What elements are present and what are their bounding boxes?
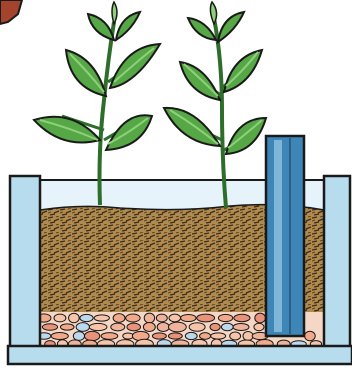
pebble bbox=[143, 323, 155, 332]
pebble bbox=[233, 323, 249, 330]
pebble bbox=[60, 324, 74, 330]
pebble bbox=[101, 333, 118, 340]
corner-object bbox=[0, 0, 22, 24]
pebble bbox=[211, 333, 226, 339]
pebble bbox=[185, 332, 197, 339]
pebble bbox=[152, 333, 166, 339]
pebble bbox=[85, 331, 100, 340]
pebble bbox=[218, 314, 232, 321]
pebble bbox=[189, 323, 205, 332]
pebble bbox=[123, 333, 134, 339]
pebble bbox=[54, 314, 66, 322]
pebble bbox=[76, 323, 89, 332]
pebble bbox=[94, 315, 109, 321]
pebble bbox=[255, 313, 266, 323]
container-base bbox=[8, 346, 352, 364]
pebble bbox=[89, 323, 107, 330]
plant-left bbox=[34, 2, 160, 205]
plant-right bbox=[164, 2, 266, 208]
pebble bbox=[126, 314, 140, 322]
tube-highlight bbox=[274, 140, 282, 332]
pebble bbox=[144, 313, 154, 323]
pebble bbox=[169, 314, 181, 322]
pebble bbox=[197, 314, 215, 322]
pebble bbox=[168, 333, 182, 339]
pebble bbox=[305, 331, 316, 341]
pebble bbox=[111, 323, 125, 331]
pebble bbox=[221, 323, 233, 331]
pebble bbox=[42, 324, 57, 331]
pebble bbox=[243, 331, 253, 340]
pebble bbox=[169, 322, 187, 332]
pebble bbox=[200, 333, 211, 340]
pebble bbox=[51, 332, 68, 339]
pebble bbox=[80, 314, 93, 321]
pebble bbox=[210, 323, 220, 330]
water-level-tube bbox=[266, 136, 304, 336]
pebble bbox=[254, 323, 264, 330]
pebble bbox=[156, 314, 167, 322]
pebble bbox=[181, 314, 196, 321]
pebble bbox=[127, 323, 141, 331]
pebble bbox=[157, 322, 169, 331]
container-left-wall bbox=[10, 176, 40, 356]
pebble bbox=[73, 332, 84, 341]
pebble bbox=[69, 313, 80, 323]
pebble bbox=[234, 314, 250, 321]
pebble bbox=[113, 314, 125, 323]
container-right-wall bbox=[324, 176, 350, 356]
pebble bbox=[230, 332, 241, 340]
